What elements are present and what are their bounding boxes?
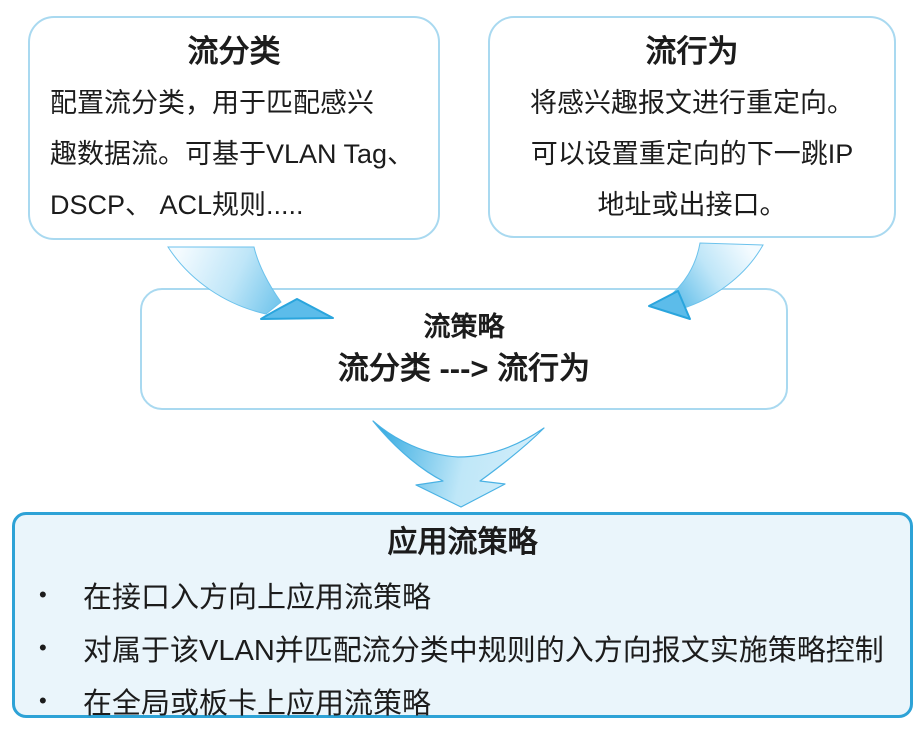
bullet-text: 在接口入方向上应用流策略 — [83, 581, 432, 614]
body-line: 将感兴趣报文进行重定向。 — [530, 88, 854, 118]
flow-classification-body: 配置流分类，用于匹配感兴 趣数据流。可基于VLAN Tag、 DSCP、 ACL… — [30, 78, 438, 231]
flow-policy-formula: 流分类 ---> 流行为 — [337, 351, 591, 386]
bullet-marker: • — [39, 687, 47, 713]
bullet-item: • 在全局或板卡上应用流策略 — [39, 674, 886, 727]
flow-policy-box: 流策略 流分类 ---> 流行为 — [140, 288, 788, 410]
body-line: DSCP、 ACL规则..... — [50, 190, 304, 220]
big-down-arrow-icon — [372, 420, 545, 508]
flow-policy-title: 流策略 — [423, 312, 505, 342]
bullet-item: • 对属于该VLAN并匹配流分类中规则的入方向报文实施策略控制 — [39, 621, 886, 674]
bullet-marker: • — [39, 581, 47, 607]
bullet-text: 在全局或板卡上应用流策略 — [83, 687, 432, 720]
apply-flow-policy-box: 应用流策略 • 在接口入方向上应用流策略 • 对属于该VLAN并匹配流分类中规则… — [12, 512, 913, 720]
bullet-marker: • — [39, 634, 47, 660]
flow-behavior-box: 流行为 将感兴趣报文进行重定向。 可以设置重定向的下一跳IP 地址或出接口。 — [488, 16, 896, 238]
flow-behavior-body: 将感兴趣报文进行重定向。 可以设置重定向的下一跳IP 地址或出接口。 — [490, 78, 894, 231]
flow-behavior-title: 流行为 — [645, 34, 739, 69]
body-line: 趣数据流。可基于VLAN Tag、 — [50, 139, 415, 169]
flow-classification-title: 流分类 — [187, 34, 281, 69]
flow-classification-box: 流分类 配置流分类，用于匹配感兴 趣数据流。可基于VLAN Tag、 DSCP、… — [28, 16, 440, 240]
apply-flow-policy-bullets: • 在接口入方向上应用流策略 • 对属于该VLAN并匹配流分类中规则的入方向报文… — [15, 568, 910, 727]
body-line: 可以设置重定向的下一跳IP — [530, 139, 854, 169]
bullet-item: • 在接口入方向上应用流策略 — [39, 568, 886, 621]
body-line: 配置流分类，用于匹配感兴 — [50, 88, 374, 118]
body-line: 地址或出接口。 — [597, 190, 787, 220]
apply-flow-policy-title: 应用流策略 — [387, 526, 538, 559]
bullet-text: 对属于该VLAN并匹配流分类中规则的入方向报文实施策略控制 — [83, 634, 884, 667]
